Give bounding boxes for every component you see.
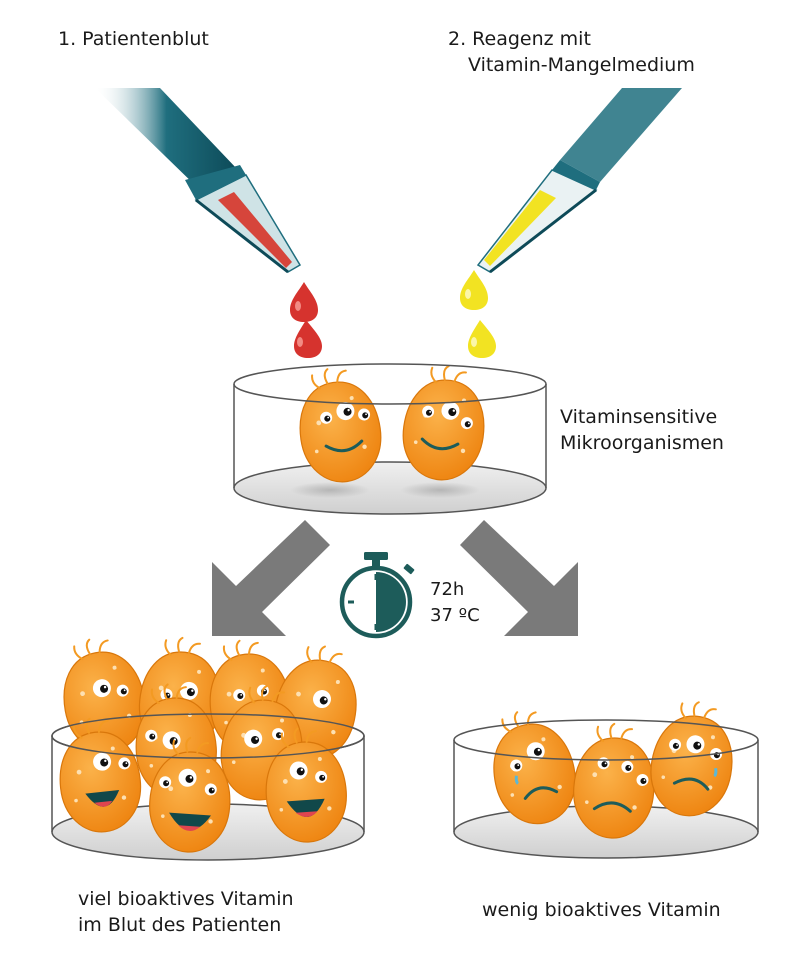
blood-drop-1 bbox=[290, 282, 318, 322]
label-incubation: 72h 37 ºC bbox=[430, 577, 480, 629]
organism-right-2 bbox=[569, 720, 660, 842]
organism-top-2 bbox=[396, 360, 494, 487]
label-right-result: wenig bioaktives Vitamin bbox=[482, 899, 721, 921]
blood-drop-2 bbox=[294, 320, 322, 358]
label-microorganisms: Vitaminsensitive Mikroorganismen bbox=[560, 404, 724, 456]
pipette-reagent bbox=[476, 88, 682, 274]
petri-dish-left bbox=[51, 630, 370, 861]
pipette-blood bbox=[95, 88, 302, 274]
label-reagent-line2: Vitamin-Mangelmedium bbox=[468, 54, 695, 76]
organism-left-front-3 bbox=[260, 724, 351, 846]
label-temperature: 37 ºC bbox=[430, 605, 480, 626]
label-left-result-line2: im Blut des Patienten bbox=[78, 914, 282, 936]
organism-right-3 bbox=[642, 694, 744, 824]
reagent-drop-2 bbox=[468, 320, 496, 358]
organism-top-1 bbox=[290, 362, 388, 489]
organism-right-1 bbox=[480, 702, 585, 833]
organism-left-front-2 bbox=[145, 734, 236, 856]
arrow-right bbox=[460, 520, 578, 636]
label-reagent-line1: 2. Reagenz mit bbox=[448, 28, 591, 50]
organism-left-front-1 bbox=[52, 713, 147, 837]
stopwatch-icon bbox=[339, 552, 415, 639]
label-time: 72h bbox=[430, 579, 465, 600]
label-micro-line2: Mikroorganismen bbox=[560, 432, 724, 454]
arrow-left bbox=[212, 520, 330, 636]
label-left-result: viel bioaktives Vitamin im Blut des Pati… bbox=[78, 886, 294, 938]
reagent-drop-1 bbox=[460, 270, 488, 310]
label-patient-blood: 1. Patientenblut bbox=[58, 28, 209, 50]
label-micro-line1: Vitaminsensitive bbox=[560, 406, 718, 428]
petri-dish-right bbox=[453, 694, 759, 859]
label-left-result-line1: viel bioaktives Vitamin bbox=[78, 888, 294, 910]
label-reagent: 2. Reagenz mit Vitamin-Mangelmedium bbox=[448, 26, 695, 78]
petri-dish-top bbox=[233, 360, 547, 515]
